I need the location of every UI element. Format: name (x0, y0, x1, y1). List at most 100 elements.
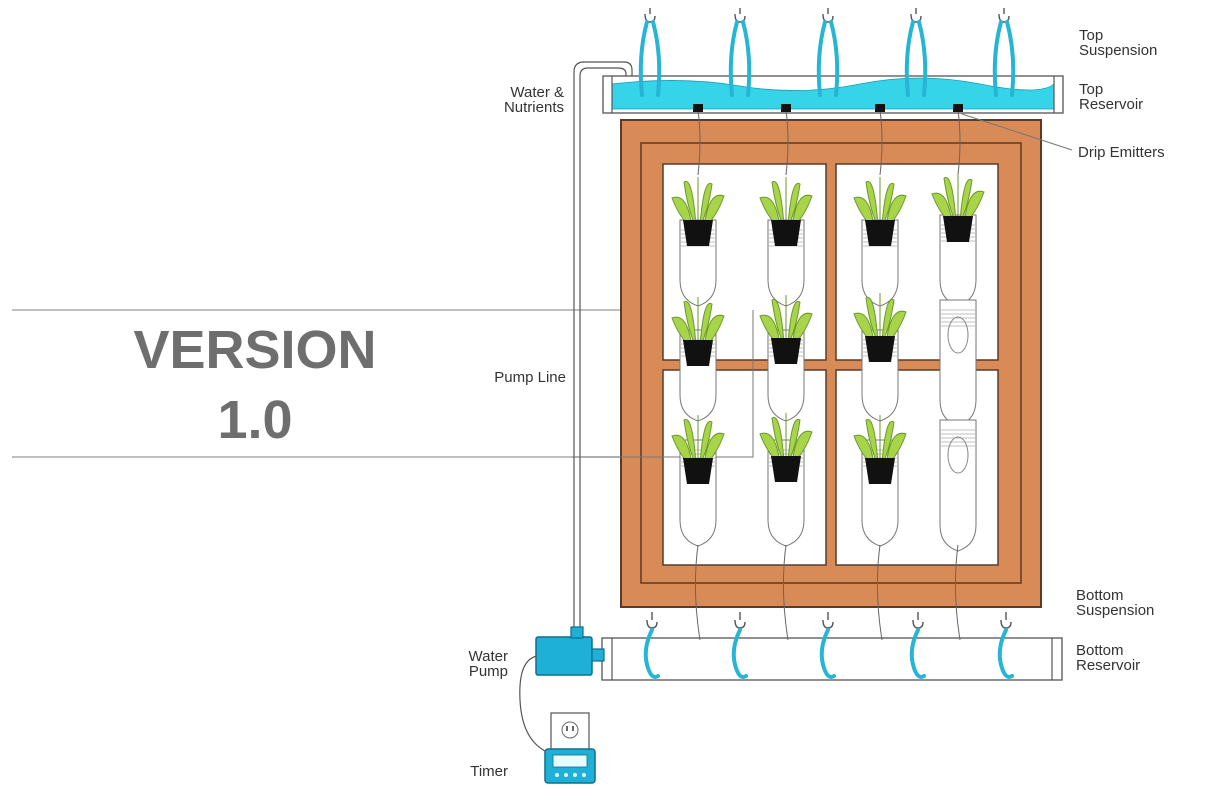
drain-line (694, 544, 701, 641)
water-pump (535, 626, 605, 676)
drip-emitters-pointer (961, 113, 1073, 151)
plant-icon (759, 412, 813, 482)
plant-icon (759, 294, 813, 364)
leaf (683, 300, 697, 347)
label-drip-emitters: Drip Emitters (1078, 144, 1165, 161)
bottle (939, 299, 977, 427)
pot (771, 338, 801, 364)
bottom-strap (731, 628, 748, 679)
bottom-hook-icon (731, 612, 748, 679)
top-strap (904, 20, 928, 97)
leaf (959, 178, 973, 223)
drip-emitter-icon (875, 104, 885, 112)
leaf (865, 180, 879, 227)
leaf (699, 302, 713, 347)
top-strap (638, 20, 662, 97)
plant-icon (853, 176, 907, 246)
leaf (943, 176, 957, 223)
pot (865, 220, 895, 246)
leaf (699, 420, 713, 465)
pot (771, 456, 801, 482)
top-reservoir (602, 75, 1064, 114)
version-number: 1.0 (217, 390, 293, 450)
bottom-hook-icon (997, 612, 1014, 679)
leaf (787, 300, 801, 345)
version-title: VERSION (133, 320, 377, 380)
bottom-suspension-hangers (643, 612, 1014, 679)
plant-column (853, 104, 907, 641)
top-strap (992, 20, 1016, 97)
pot (865, 336, 895, 362)
plant-icon (931, 172, 985, 242)
leaf (771, 298, 785, 345)
bottle (939, 419, 977, 552)
label-pump-line: Pump Line (494, 369, 566, 386)
top-hook-icon (728, 8, 752, 97)
plant-column (931, 104, 985, 641)
plant-icon (671, 296, 725, 366)
bottom-strap (643, 628, 660, 679)
pot (865, 458, 895, 484)
leaf (787, 418, 801, 463)
leaf (771, 180, 785, 227)
leaf (865, 296, 879, 343)
timer-device (544, 748, 596, 784)
top-hook-icon (638, 8, 662, 97)
leaf (683, 418, 697, 465)
top-hook-icon (816, 8, 840, 97)
plant-column (759, 104, 813, 641)
leaf (881, 420, 895, 465)
bottom-hook-icon (909, 612, 926, 679)
plant-columns (671, 104, 985, 641)
drain-line (782, 544, 789, 641)
plant-icon (853, 292, 907, 362)
plant-icon (759, 176, 813, 246)
bottom-strap (909, 628, 926, 679)
top-suspension-hangers (638, 8, 1016, 97)
label-timer: Timer (470, 763, 508, 780)
pot (683, 220, 713, 246)
leaf (699, 182, 713, 227)
leaf (865, 418, 879, 465)
pump-line-tube (573, 61, 633, 628)
bottom-strap (997, 628, 1014, 679)
drip-line (879, 109, 883, 176)
drip-line (957, 109, 961, 176)
pump-line-pointer (572, 310, 754, 458)
plant-icon (671, 414, 725, 484)
leaf (881, 298, 895, 343)
pot (943, 216, 973, 242)
drain-line (876, 544, 883, 641)
leaf (683, 180, 697, 227)
leaf (881, 182, 895, 227)
top-strap (728, 20, 752, 97)
top-hook-icon (992, 8, 1016, 97)
bottom-strap (819, 628, 836, 679)
plant-column (671, 104, 725, 641)
pot (683, 340, 713, 366)
drip-emitter-icon (953, 104, 963, 112)
bottom-hook-icon (643, 612, 660, 679)
pot (683, 458, 713, 484)
drain-line (954, 544, 961, 641)
bottom-reservoir (601, 637, 1063, 681)
drip-emitter-icon (781, 104, 791, 112)
power-cord (519, 655, 548, 753)
top-strap (816, 20, 840, 97)
drip-emitter-icon (693, 104, 703, 112)
drip-line (785, 109, 789, 176)
drip-line (697, 109, 701, 176)
label-water-nutrients: Water &Nutrients (503, 84, 564, 116)
bottom-hook-icon (819, 612, 836, 679)
plant-icon (853, 414, 907, 484)
leaf (771, 416, 785, 463)
plant-icon (671, 176, 725, 246)
top-hook-icon (904, 8, 928, 97)
